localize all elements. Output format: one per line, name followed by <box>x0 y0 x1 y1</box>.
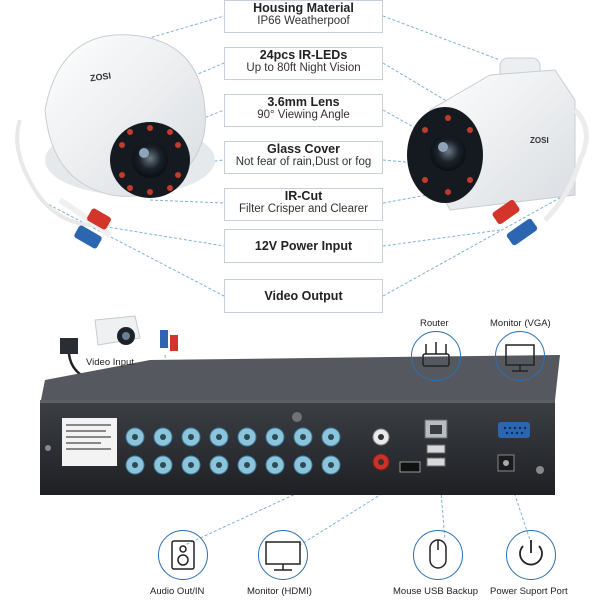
feature-title: IR-Cut <box>284 189 323 203</box>
feature-title: 3.6mm Lens <box>267 95 340 109</box>
feature-housing-material: Housing Material IP66 Weatherpoof <box>224 0 383 33</box>
router-label: Router <box>420 318 449 329</box>
dvr-drawing <box>40 355 560 495</box>
router-circle <box>411 331 461 381</box>
mouse-icon <box>413 530 463 580</box>
bullet-brand-label: ZOSI <box>530 136 549 145</box>
power-label: Power Suport Port <box>490 586 568 597</box>
hdmi-label: Monitor (HDMI) <box>247 586 312 597</box>
monitor-vga-circle <box>495 331 545 381</box>
audio-label: Audio Out/IN <box>150 586 205 597</box>
feature-subtitle: IP66 Weatherpoof <box>257 15 350 27</box>
feature-title: 12V Power Input <box>254 239 353 253</box>
video-input-label: Video Input <box>86 357 134 368</box>
feature-subtitle: Up to 80ft Night Vision <box>246 62 361 74</box>
dome-camera-drawing <box>15 34 215 249</box>
feature-title: Housing Material <box>253 1 354 15</box>
feature-title: Video Output <box>264 289 343 303</box>
feature-title: Glass Cover <box>267 142 340 156</box>
feature-ir-cut: IR-Cut Filter Crisper and Clearer <box>224 188 383 221</box>
feature-title: 24pcs IR-LEDs <box>259 48 348 62</box>
feature-lens: 3.6mm Lens 90° Viewing Angle <box>224 94 383 127</box>
power-icon <box>506 530 556 580</box>
monitor-icon <box>258 530 308 580</box>
feature-subtitle: Filter Crisper and Clearer <box>238 203 369 215</box>
monitor-vga-label: Monitor (VGA) <box>490 318 551 329</box>
feature-subtitle: 90° Viewing Angle <box>257 109 350 121</box>
feature-ir-leds: 24pcs IR-LEDs Up to 80ft Night Vision <box>224 47 383 80</box>
usb-label: Mouse USB Backup <box>393 586 479 597</box>
feature-video-output: Video Output <box>224 279 383 313</box>
feature-glass-cover: Glass Cover Not fear of rain,Dust or fog <box>224 141 383 174</box>
bullet-camera-drawing <box>407 57 589 246</box>
feature-subtitle: Not fear of rain,Dust or fog <box>235 156 372 168</box>
speaker-icon <box>158 530 208 580</box>
feature-power-input: 12V Power Input <box>224 229 383 263</box>
